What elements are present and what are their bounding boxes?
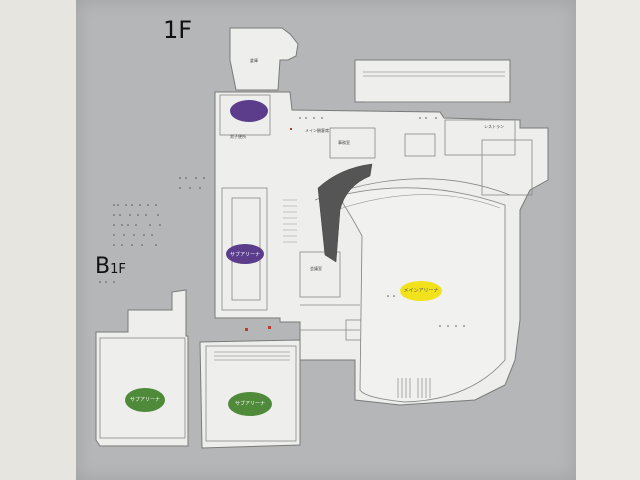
area-green-left — [125, 388, 165, 412]
room-label-toilets: 男子便所 — [230, 134, 246, 139]
area-purple-mid-label: サブアリーナ — [229, 252, 260, 258]
room-label-main-stand: メイン観客席 — [305, 128, 329, 133]
wall-right — [570, 0, 640, 480]
room-label-office: 事務室 — [338, 140, 350, 145]
area-green-left-label: サブアリーナ — [129, 397, 160, 403]
room-label-storage: 倉庫 — [250, 58, 258, 63]
area-purple-mid — [226, 244, 264, 264]
area-yellow-main-label: メインアリーナ — [403, 288, 439, 294]
floor-label-b1f-sub: 1F — [110, 262, 126, 277]
area-yellow-main — [400, 281, 442, 301]
floor-label-b1f: B1F — [95, 254, 126, 279]
sub-arena-court — [221, 187, 268, 311]
room-label-restaurant: レストラン — [484, 124, 504, 129]
upper-room — [219, 94, 271, 136]
area-green-right-label: サブアリーナ — [234, 401, 265, 407]
area-purple-top — [230, 100, 268, 122]
loading-area — [354, 59, 511, 103]
basement-left — [95, 289, 189, 447]
floor-label-b1f-main: B — [95, 254, 111, 279]
room-label-meeting: 会議室 — [310, 266, 322, 271]
wall-left — [0, 0, 80, 480]
annex-building — [229, 27, 299, 91]
stand-gallery — [317, 163, 373, 263]
floor-label-1f: 1F — [163, 16, 193, 44]
area-green-right — [228, 392, 272, 416]
